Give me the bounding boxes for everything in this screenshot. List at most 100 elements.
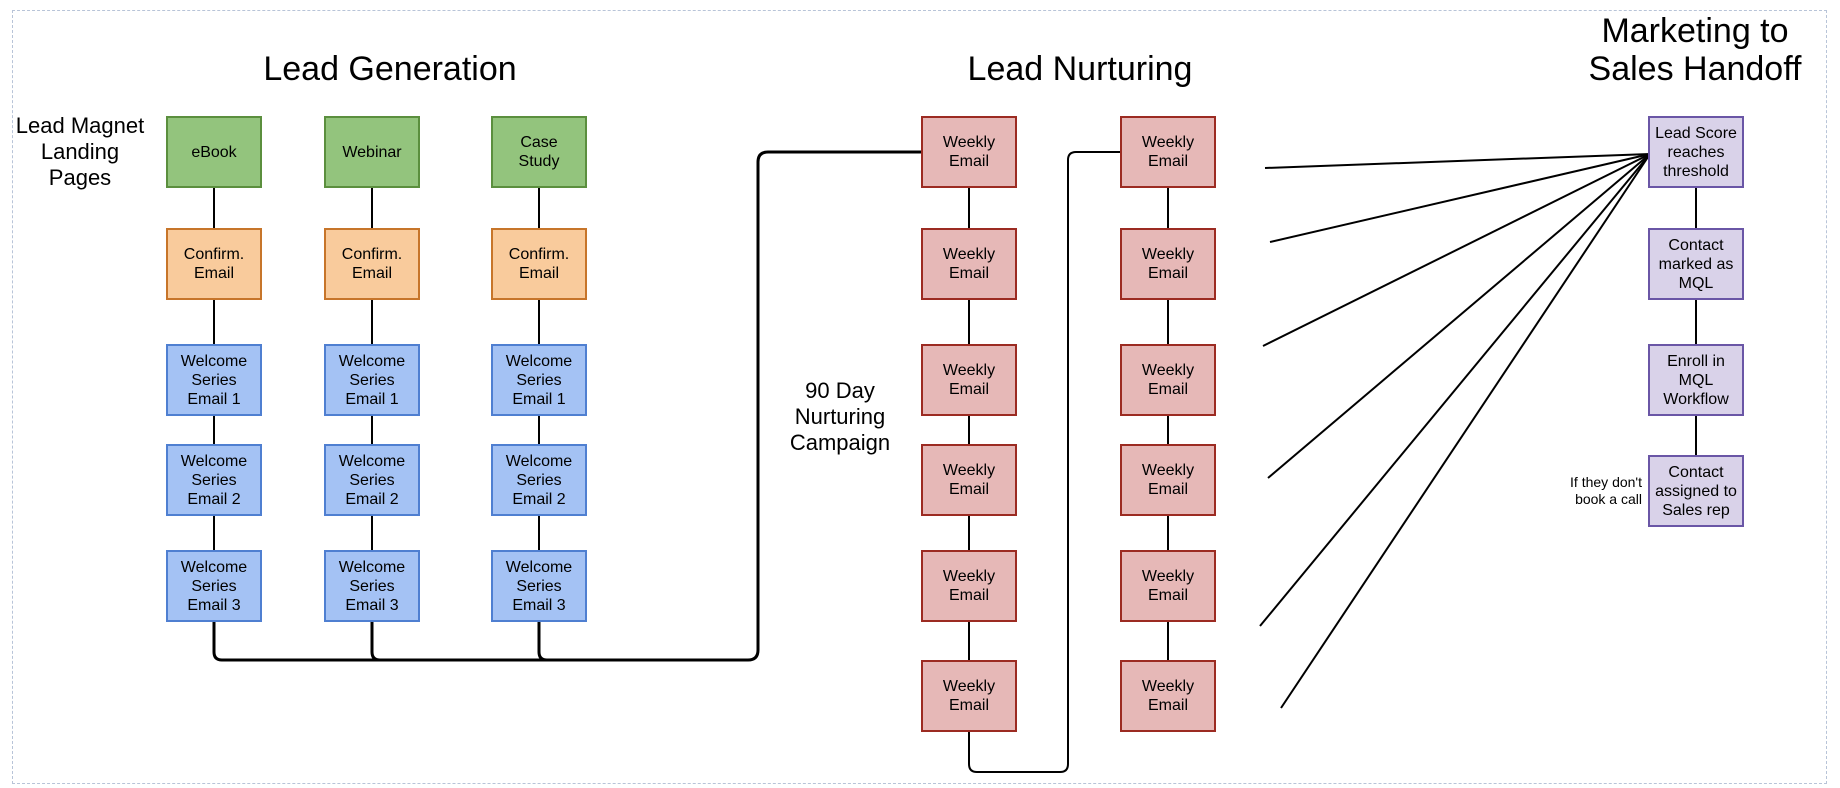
node-text: Contact: [1668, 236, 1724, 254]
handoff-title-line1: Marketing to: [1601, 12, 1789, 50]
node-text: Welcome: [505, 558, 573, 576]
lead-magnet-line: Pages: [48, 165, 112, 190]
node-text: Weekly: [1141, 362, 1195, 379]
node-text: Weekly: [1141, 246, 1195, 263]
node-text: Weekly: [942, 568, 996, 585]
lead-nurturing-title: Lead Nurturing: [967, 50, 1193, 88]
node-text: MQL: [1678, 274, 1714, 292]
node-text: Weekly: [942, 246, 996, 263]
node-text: Workflow: [1663, 390, 1729, 408]
node-text: Email 3: [512, 596, 566, 614]
node-text: Welcome: [180, 452, 248, 470]
node-text: Series: [191, 577, 237, 595]
lead-generation-title: Lead Generation: [263, 50, 517, 88]
node-text: Weekly: [942, 134, 996, 151]
node-text: Series: [516, 371, 562, 389]
node-text: Series: [191, 371, 237, 389]
node-text: Email: [948, 381, 989, 398]
page-border: [12, 10, 1827, 784]
nurturing-campaign-line: Campaign: [789, 430, 891, 455]
node-text: Email: [1147, 265, 1188, 282]
lead-magnet-label: Lead Magnet Landing Pages: [6, 113, 154, 191]
node-text: Email 2: [512, 490, 566, 508]
node-text: Email: [948, 481, 989, 498]
node-text: Confirm.: [183, 246, 245, 263]
nurturing-campaign-line: Nurturing: [794, 404, 886, 429]
no-call-line: If they don't: [1570, 474, 1642, 490]
merge-connector: [370, 622, 381, 662]
nurturing-campaign-line: 90 Day: [805, 378, 875, 403]
node-text: Email 1: [512, 390, 566, 408]
lead-magnet-line: Landing: [40, 139, 120, 164]
lead-magnet-webinar: Webinar: [324, 116, 420, 188]
confirmation-email: Confirm.Email: [324, 228, 420, 300]
node-text: Email: [1147, 587, 1188, 604]
node-text: Welcome: [505, 452, 573, 470]
node-text: Email: [948, 587, 989, 604]
node-text: Email: [948, 265, 989, 282]
node-text: Weekly: [1141, 568, 1195, 585]
node-text: Email: [948, 153, 989, 170]
node-text: Email: [1147, 153, 1188, 170]
lead-magnet-line: Lead Magnet: [15, 113, 145, 138]
no-call-line: book a call: [1575, 491, 1642, 507]
confirmation-email: Confirm.Email: [166, 228, 262, 300]
node-text: Email 2: [187, 490, 241, 508]
node-text: Weekly: [942, 462, 996, 479]
node-text: Weekly: [942, 362, 996, 379]
fan-connector: [1264, 153, 1651, 169]
handoff-title: Marketing to Sales Handoff: [1580, 12, 1810, 88]
node-text: Weekly: [942, 678, 996, 695]
no-call-label: If they don't book a call: [1548, 474, 1642, 508]
node-text: Welcome: [180, 352, 248, 370]
node-text: Email 1: [187, 390, 241, 408]
confirmation-email: Confirm.Email: [491, 228, 587, 300]
node-text: Enroll in: [1667, 352, 1725, 370]
merge-connector: [537, 622, 548, 662]
fan-connector: [1280, 153, 1651, 709]
node-text: Confirm.: [508, 246, 570, 263]
node-text: Weekly: [1141, 678, 1195, 695]
node-text: Series: [349, 371, 395, 389]
node-text: Welcome: [180, 558, 248, 576]
node-text: Weekly: [1141, 134, 1195, 151]
node-text: Sales rep: [1662, 501, 1730, 519]
node-text: Email: [1147, 481, 1188, 498]
node-text: Confirm.: [341, 246, 403, 263]
node-text: Welcome: [338, 558, 406, 576]
merge-connector: [212, 150, 922, 662]
node-text: Series: [349, 577, 395, 595]
node-text: Welcome: [338, 452, 406, 470]
node-text: marked as: [1658, 255, 1734, 273]
nurturing-campaign-label: 90 Day Nurturing Campaign: [778, 378, 902, 456]
node-text: Weekly: [1141, 462, 1195, 479]
fan-connector: [1267, 153, 1651, 479]
node-text: Contact: [1668, 463, 1724, 481]
node-text: Email 3: [345, 596, 399, 614]
fan-connector: [1259, 153, 1651, 627]
node-text: Welcome: [505, 352, 573, 370]
lead-magnet-ebook: eBook: [166, 116, 262, 188]
